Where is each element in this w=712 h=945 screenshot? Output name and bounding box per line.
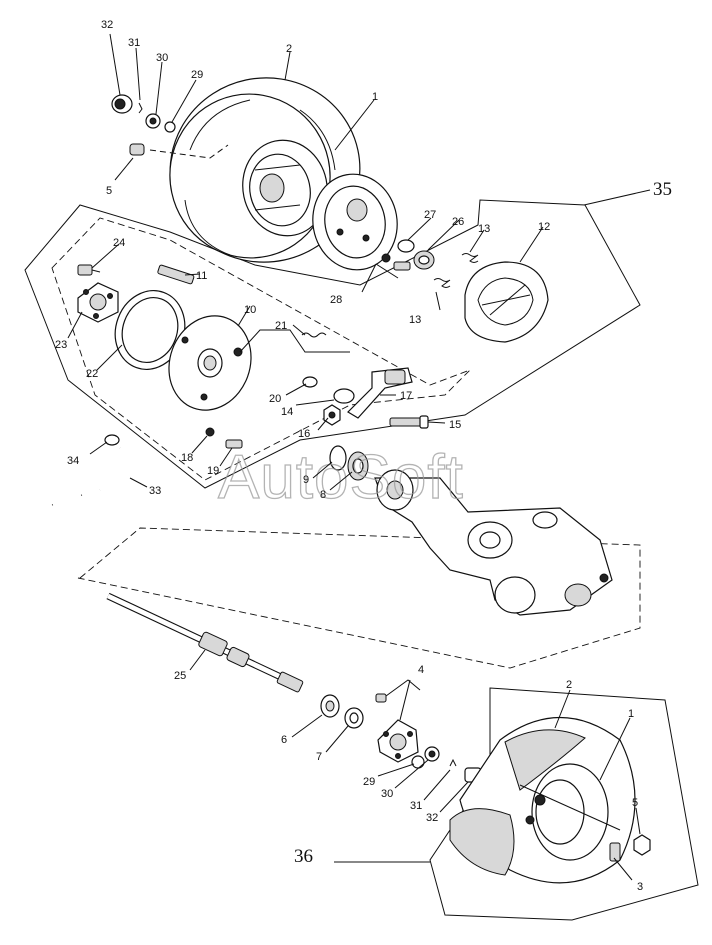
callout-16: 16 [298, 428, 310, 440]
callout-numbers: 32 31 30 29 2 1 5 27 26 28 13 12 13 35 2… [55, 19, 672, 893]
bearing-6 [320, 694, 340, 718]
springs-13 [433, 253, 479, 288]
axle-shaft-25 [106, 592, 304, 693]
tire-bottom [449, 716, 651, 884]
spring-21 [301, 332, 327, 338]
callout-20: 20 [269, 393, 281, 405]
callout-27: 27 [424, 209, 436, 221]
callout-13-bottom: 13 [409, 314, 421, 326]
clip-20 [302, 376, 318, 388]
callout-15: 15 [449, 419, 461, 431]
callout-29-bottom: 29 [363, 776, 375, 788]
callout-31-bottom: 31 [410, 800, 422, 812]
callout-17: 17 [400, 390, 412, 402]
stud-24 [77, 264, 101, 276]
backing-plate-10 [168, 315, 252, 411]
hub-flange-23 [77, 282, 119, 323]
leader-lines [67, 33, 651, 881]
callout-14: 14 [281, 406, 293, 418]
callout-3: 3 [637, 881, 643, 893]
steering-knuckle [374, 469, 613, 616]
callout-24: 24 [113, 237, 125, 249]
callout-5: 5 [106, 185, 112, 197]
callout-4: 4 [418, 664, 424, 676]
callout-22: 22 [86, 368, 98, 380]
callout-9: 9 [303, 474, 309, 486]
callout-25: 25 [174, 670, 186, 682]
callout-32-bottom: 32 [426, 812, 438, 824]
callout-12: 12 [538, 221, 550, 233]
callout-36: 36 [294, 846, 313, 867]
callout-21: 21 [275, 320, 287, 332]
callout-31: 31 [128, 37, 140, 49]
washer-14 [333, 388, 355, 404]
lever-17 [347, 367, 413, 419]
lug-nut-parts-top [111, 94, 176, 156]
callout-2: 2 [286, 43, 292, 55]
callout-30: 30 [156, 52, 168, 64]
callout-1: 1 [372, 91, 378, 103]
callout-8: 8 [320, 489, 326, 501]
callout-23: 23 [55, 339, 67, 351]
callout-7: 7 [316, 751, 322, 763]
callout-34: 34 [67, 455, 79, 467]
callout-2-bottom: 2 [566, 679, 572, 691]
rim-top [242, 139, 328, 237]
bolt-15 [389, 415, 429, 429]
callout-10: 10 [244, 304, 256, 316]
axle-boundary-dashed [77, 527, 641, 669]
brake-shoe-assembly [464, 261, 549, 343]
watermark-text: AutoSoft [218, 443, 464, 512]
tool-33 [51, 446, 144, 507]
group-outline-35 [24, 199, 641, 489]
hub-4 [375, 693, 419, 763]
callout-28: 28 [330, 294, 342, 306]
callout-19: 19 [207, 465, 219, 477]
nut-16 [323, 404, 341, 426]
callout-32: 32 [101, 19, 113, 31]
bearings-8-9 [329, 445, 369, 481]
gasket-ring-22 [114, 290, 186, 370]
seal-7 [344, 707, 364, 729]
callout-5-bottom: 5 [632, 797, 638, 809]
bearing-seal-parts [381, 239, 435, 271]
pin-34 [104, 434, 120, 446]
bolt-11 [157, 264, 195, 285]
inner-boundary-dashed [51, 217, 471, 481]
callout-11: 11 [196, 270, 207, 282]
callout-29: 29 [191, 69, 203, 81]
callout-35: 35 [653, 179, 672, 200]
callout-13-top: 13 [478, 223, 490, 235]
callout-26: 26 [452, 216, 464, 228]
callout-33: 33 [149, 485, 161, 497]
callout-1-bottom: 1 [628, 708, 634, 720]
bolt-18-19 [205, 427, 243, 449]
callout-18: 18 [181, 452, 193, 464]
callout-6: 6 [281, 734, 287, 746]
callout-30-bottom: 30 [381, 788, 393, 800]
wheel-rim-separate [312, 173, 398, 271]
